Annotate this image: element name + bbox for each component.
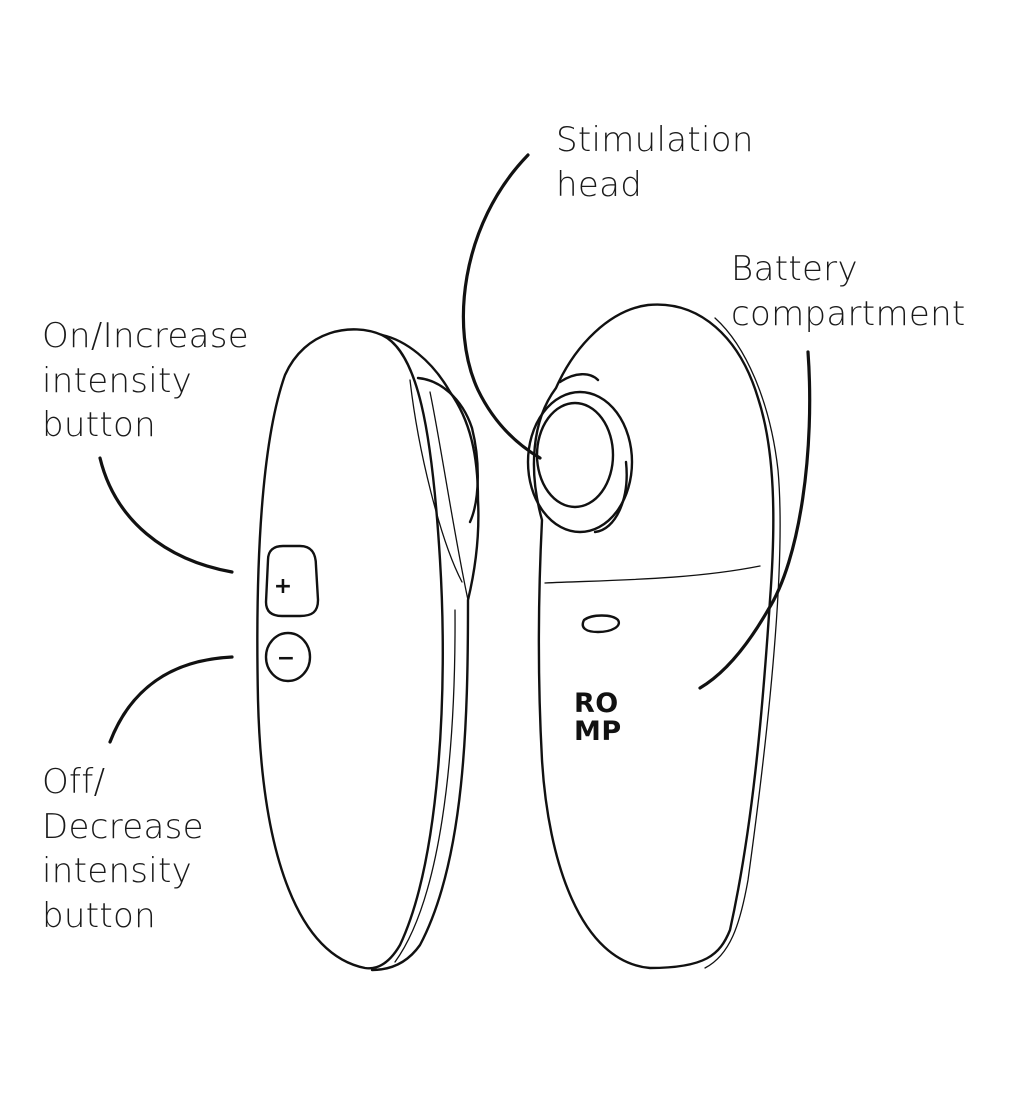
svg-text:MP: MP xyxy=(574,716,622,747)
plus-icon: + xyxy=(274,574,292,599)
leader-line-off-decrease xyxy=(108,655,234,744)
device-side-view: + − xyxy=(256,328,480,972)
stimulation-head-side-curve xyxy=(593,460,628,534)
minus-button-outline xyxy=(264,631,312,683)
indicator-light-slot xyxy=(581,614,621,634)
device-front-view: RO MP xyxy=(526,303,781,970)
svg-text:RO: RO xyxy=(574,688,619,719)
stimulation-head xyxy=(526,390,634,534)
device-side-back-inner-edge xyxy=(394,609,456,963)
device-side-back-edge xyxy=(370,333,480,972)
device-front-body-outline xyxy=(532,303,775,970)
stimulation-head-opening xyxy=(535,401,615,509)
label-off-decrease-button: Off/ Decrease intensity button xyxy=(42,762,204,936)
label-on-increase-button: On/Increase intensity button xyxy=(42,316,249,445)
plus-button-outline xyxy=(264,544,320,618)
plus-button[interactable]: + xyxy=(264,544,320,618)
device-side-body-outline xyxy=(256,328,444,970)
label-stimulation-head: Stimulation head xyxy=(556,120,754,205)
minus-icon: − xyxy=(277,646,295,671)
device-front-head-rim xyxy=(558,373,600,384)
device-front-cap-seam xyxy=(544,565,761,584)
minus-button[interactable]: − xyxy=(264,631,312,683)
label-battery-compartment: Battery compartment xyxy=(731,249,966,334)
leader-line-battery-compartment xyxy=(698,350,812,690)
brand-logo: RO MP xyxy=(574,688,622,747)
device-side-head-seam-2 xyxy=(409,379,463,583)
device-side-head-seam xyxy=(429,391,469,601)
device-front-right-edge xyxy=(704,317,781,969)
device-side-head-bump xyxy=(416,376,479,524)
stimulation-head-outer-ring xyxy=(526,390,634,534)
leader-line-stimulation-head xyxy=(461,153,542,460)
leader-line-on-increase xyxy=(98,456,234,574)
